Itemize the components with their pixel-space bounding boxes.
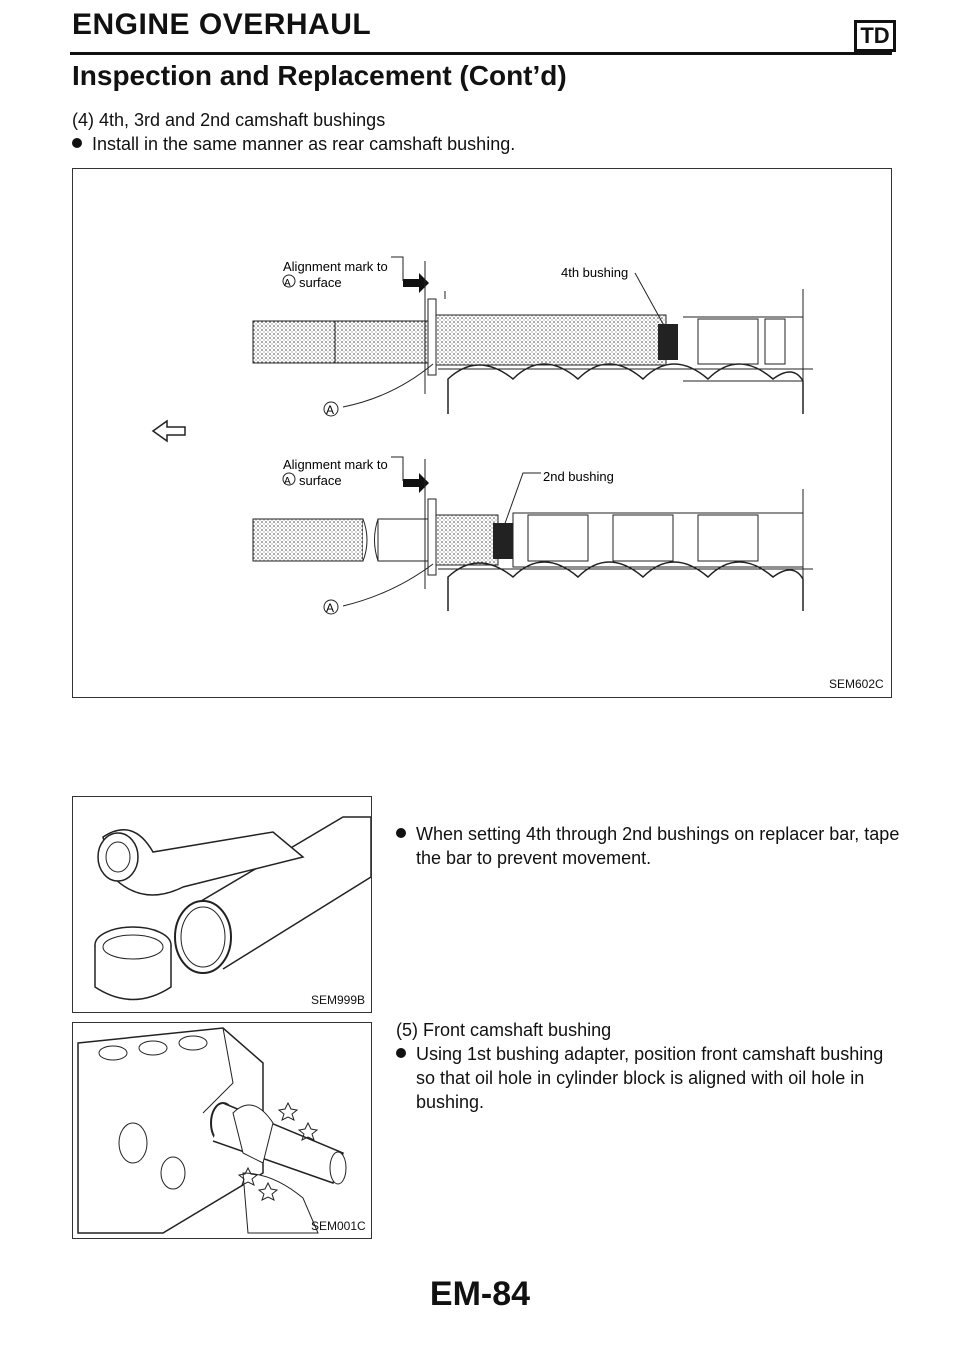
- top-assembly: Alignment mark to A surface 4th bushing …: [252, 256, 813, 417]
- note-tape: When setting 4th through 2nd bushings on…: [396, 822, 899, 870]
- step5-line2: so that oil hole in cylinder block is al…: [416, 1068, 865, 1088]
- figure3-code: SEM001C: [311, 1219, 366, 1233]
- top-bushing-label: 4th bushing: [561, 265, 628, 280]
- figure1-code: SEM602C: [829, 677, 884, 691]
- left-arrow-icon: [151, 419, 186, 443]
- bullet-icon: [396, 828, 406, 838]
- page-subtitle: Inspection and Replacement (Cont’d): [72, 60, 567, 91]
- bottom-bushing-label: 2nd bushing: [543, 469, 614, 484]
- bottom-align-label-1: Alignment mark to: [283, 457, 388, 472]
- engine-type-badge: TD: [854, 20, 896, 52]
- header-rule: [70, 52, 892, 55]
- note-tape-line1: When setting 4th through 2nd bushings on…: [416, 824, 900, 844]
- step4-bullet-text: Install in the same manner as rear camsh…: [92, 134, 516, 154]
- tape-bar-illustration: [94, 816, 372, 1001]
- figure-front-bushing: SEM001C: [72, 1022, 372, 1239]
- figure-tape-bar: SEM999B: [72, 796, 372, 1013]
- note-tape-line2: the bar to prevent movement.: [416, 848, 652, 868]
- bottom-align-label-2: surface: [299, 473, 342, 488]
- figure-bushing-install: Alignment mark to A surface 4th bushing …: [72, 168, 892, 698]
- top-a-marker: A: [326, 403, 334, 417]
- bullet-icon: [396, 1048, 406, 1058]
- step5-heading: (5) Front camshaft bushing: [396, 1020, 612, 1040]
- figure2-code: SEM999B: [311, 993, 366, 1007]
- top-align-label-2: surface: [299, 275, 342, 290]
- bottom-assembly: Alignment mark to A surface 2nd bushing …: [252, 456, 813, 615]
- bushing-install-diagram: Alignment mark to A surface 4th bushing …: [151, 256, 813, 615]
- bottom-a-marker: A: [326, 601, 334, 615]
- page-number: EM-84: [429, 1275, 531, 1313]
- step4-bullet: Install in the same manner as rear camsh…: [72, 132, 515, 156]
- front-bushing-illustration: [77, 1027, 347, 1234]
- step4-heading: (4) 4th, 3rd and 2nd camshaft bushings: [72, 110, 386, 130]
- top-circled-a: A: [284, 278, 291, 289]
- step5-line1: Using 1st bushing adapter, position fron…: [416, 1044, 884, 1064]
- bullet-icon: [72, 138, 82, 148]
- step5: (5) Front camshaft bushing Using 1st bus…: [396, 1018, 883, 1114]
- step5-line3: bushing.: [416, 1092, 485, 1112]
- top-align-label-1: Alignment mark to: [283, 259, 388, 274]
- section-title: ENGINE OVERHAUL: [72, 8, 372, 41]
- bottom-circled-a: A: [284, 476, 291, 487]
